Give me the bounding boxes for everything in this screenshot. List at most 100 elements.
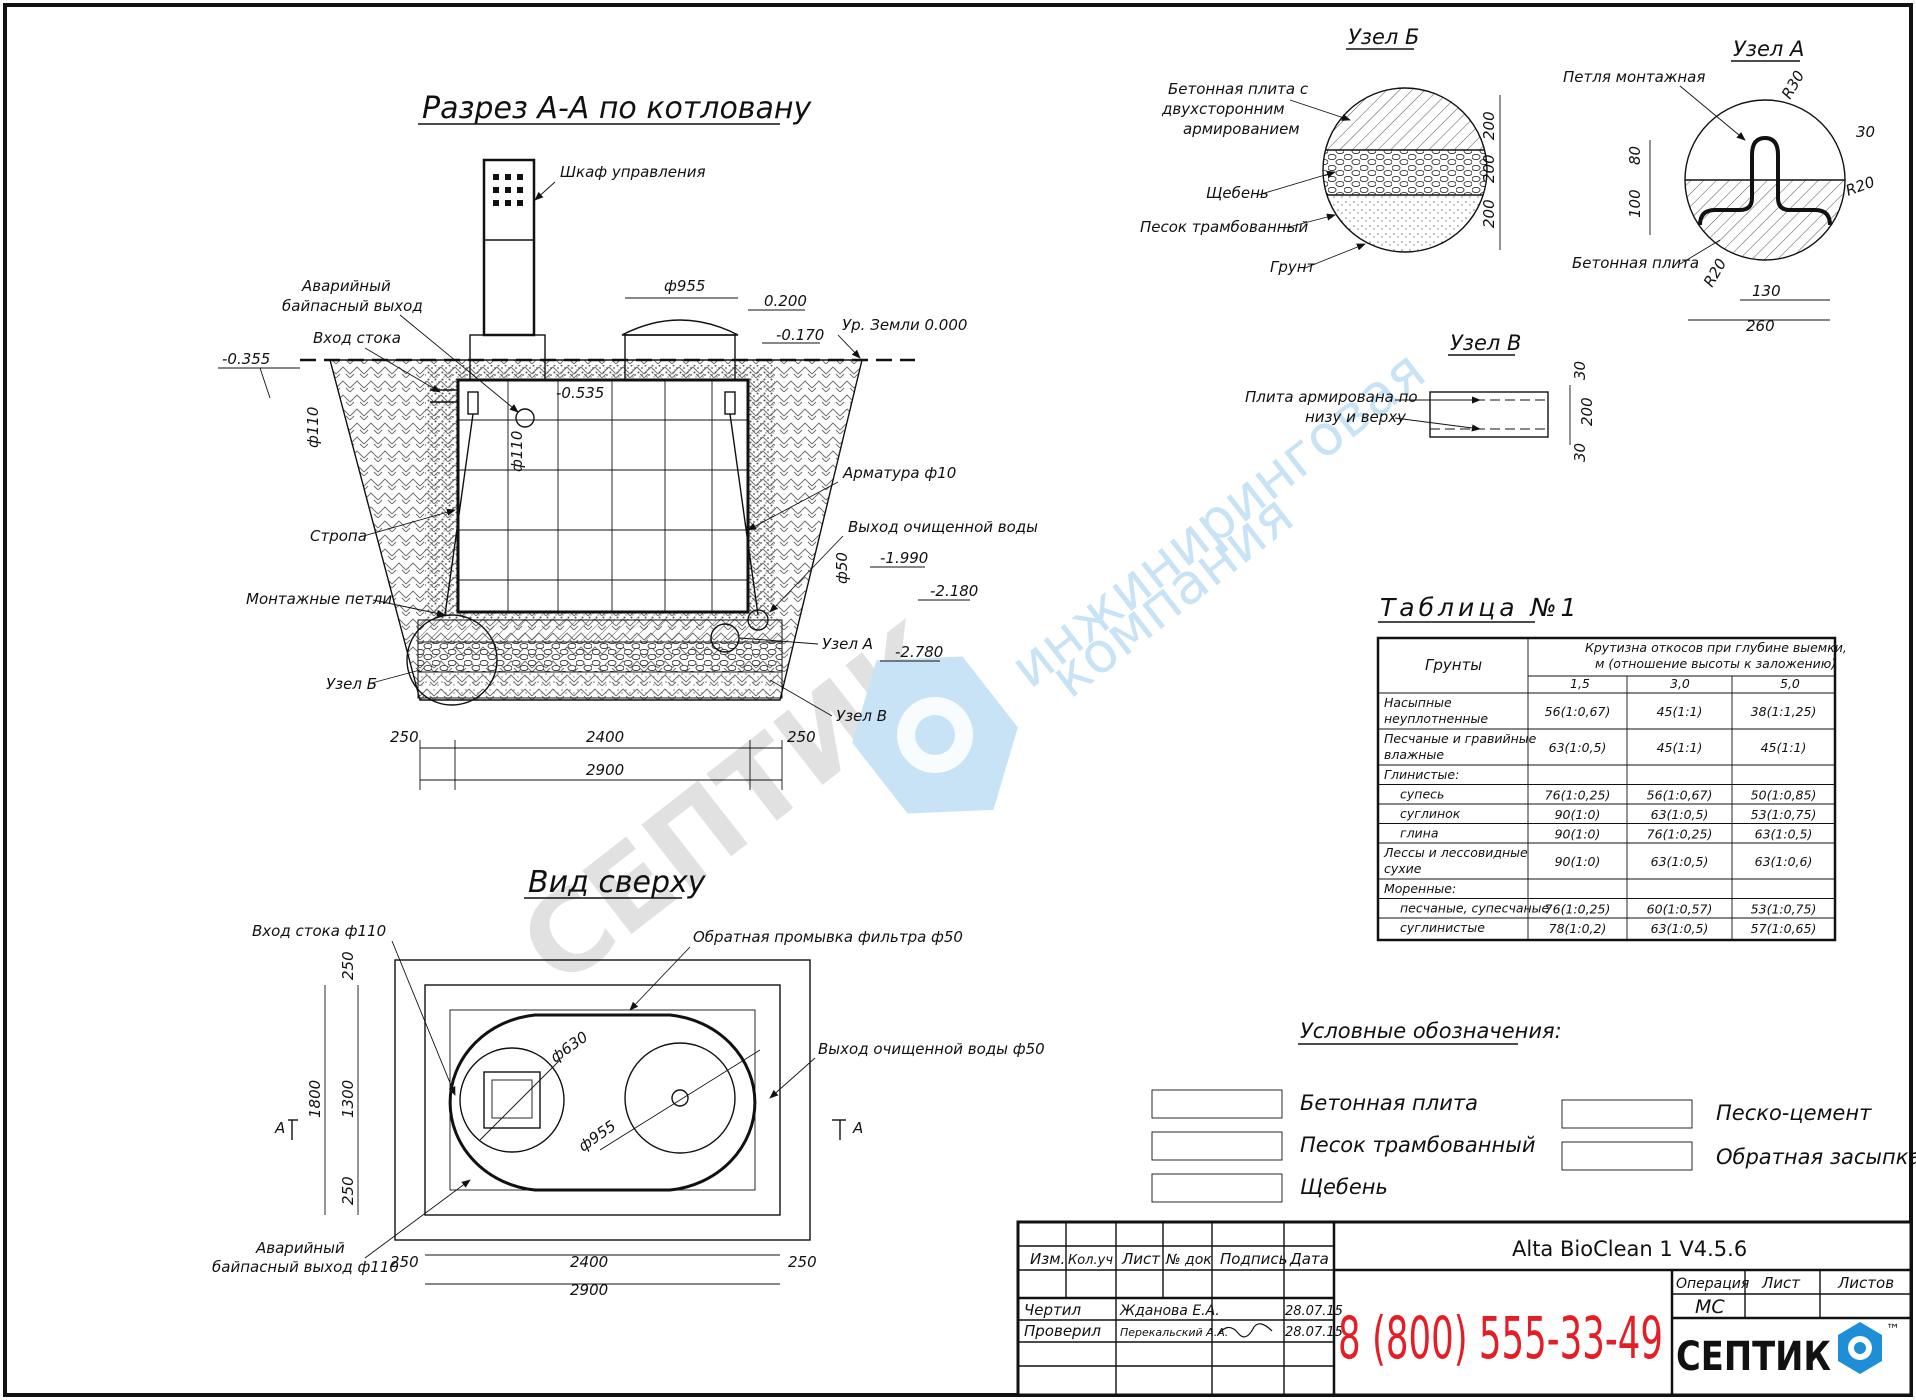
table-row-name: Моренные:: [1384, 881, 1456, 896]
legend-title: Условные обозначения:: [1300, 1019, 1562, 1043]
dim-w250a: 250: [390, 728, 419, 746]
table-cell: 76(1:0,25): [1647, 826, 1713, 841]
stamp-phone: 8 (800) 555-33-49: [1338, 1304, 1663, 1372]
stamp-product: Alta BioClean 1 V4.5.6: [1512, 1237, 1747, 1261]
dim-w2900: 2900: [586, 761, 624, 779]
table-cell: 63(1:0,5): [1651, 921, 1709, 936]
soil-table: Таблица №1 Грунты Крутизна откосов при г…: [1376, 593, 1847, 942]
legend: Условные обозначения: Бетонная плита Пес…: [1151, 1019, 1916, 1203]
label-inlet: Вход стока: [313, 329, 401, 347]
dim-d110a: ф110: [304, 407, 322, 448]
stamp-drawn-date: 28.07.15: [1285, 1304, 1343, 1319]
node-v-title: Узел В: [1450, 331, 1521, 355]
node-v-slab: [1429, 391, 1549, 438]
node-b-dim-1: 200: [1480, 111, 1498, 140]
node-a-title: Узел А: [1733, 37, 1804, 61]
table-cell: 60(1:0,57): [1647, 901, 1713, 916]
legend-swatch-sand: [1151, 1131, 1283, 1161]
top-label-emergency-2: байпасный выход ф110: [212, 1258, 399, 1276]
stamp-col-list: Лист: [1121, 1250, 1161, 1268]
node-b-soil: Грунт: [1270, 258, 1317, 276]
table-cell: 53(1:0,75): [1751, 807, 1817, 822]
table-row-name: Глинистые:: [1384, 767, 1459, 782]
dim-m0355: -0.355: [222, 350, 270, 368]
stamp-op-val: МС: [1695, 1296, 1725, 1318]
top-dim-h1800: 1800: [306, 1080, 324, 1118]
table-row-name: Насыпные: [1384, 695, 1452, 710]
label-node-a: Узел А: [822, 635, 873, 653]
label-outlet: Выход очищенной воды: [848, 518, 1038, 536]
cabinet-panel-icon: [493, 174, 523, 206]
node-b-gravel: Щебень: [1206, 184, 1269, 202]
top-label-inlet: Вход стока ф110: [252, 922, 386, 940]
node-b-sand: Песок трамбованный: [1140, 218, 1308, 236]
signature-icon: [1217, 1323, 1273, 1338]
node-v-d200: 200: [1578, 397, 1596, 426]
node-v-d30a: 30: [1571, 361, 1589, 380]
stamp-drawn: Чертил: [1024, 1301, 1082, 1319]
dim-d955: ф955: [664, 277, 705, 295]
table-cell: 63(1:0,5): [1755, 826, 1813, 841]
dim-m2780: -2.780: [895, 643, 943, 661]
dim-m2180: -2.180: [930, 582, 978, 600]
stamp-tm: ™: [1886, 1322, 1900, 1338]
stamp-col-doc: № док: [1165, 1252, 1212, 1268]
stamp-col-izm: Изм.: [1030, 1250, 1065, 1268]
table-cell: 38(1:1,25): [1751, 704, 1817, 719]
stamp-checked-name: Перекальский А.А.: [1120, 1326, 1228, 1339]
legend-gravel: Щебень: [1300, 1175, 1388, 1199]
label-cabinet: Шкаф управления: [560, 163, 706, 181]
stamp-sheet: Лист: [1761, 1274, 1801, 1292]
node-v-label-1: Плита армирована по: [1245, 388, 1418, 406]
table-cell: 63(1:0,6): [1755, 854, 1813, 869]
mounting-loop-icon: [1698, 135, 1832, 226]
table-header-1: Крутизна откосов при глубине выемки,: [1585, 640, 1847, 655]
node-a-d100: 100: [1626, 189, 1644, 218]
table-row-name: глина: [1400, 826, 1439, 841]
node-v-label-2: низу и верху: [1305, 408, 1407, 426]
label-ground: Ур. Земли 0.000: [842, 316, 967, 334]
table-row-name: Лессы и лессовидные: [1383, 845, 1528, 860]
top-dim-h250a: 250: [339, 951, 357, 980]
table-depth-2: 3,0: [1670, 676, 1690, 691]
label-emergency-1: Аварийный: [301, 277, 391, 295]
table-cell: 45(1:1): [1761, 740, 1807, 755]
top-dim-h250b: 250: [339, 1176, 357, 1205]
table-cell: 76(1:0,25): [1545, 901, 1611, 916]
table-cell: 63(1:0,5): [1651, 807, 1709, 822]
table-row-name: песчаные, супесчаные: [1400, 901, 1550, 916]
top-sand-cement: [424, 984, 781, 1216]
table-row-name: сухие: [1384, 861, 1422, 876]
node-b-slab-3: армированием: [1183, 120, 1300, 138]
title-block: Изм. Кол.уч Лист № док Подпись Дата Черт…: [1016, 1220, 1913, 1397]
dim-m1990: -1.990: [880, 549, 928, 567]
top-dim-w250b: 250: [788, 1253, 817, 1271]
table-row-name: неуплотненные: [1384, 711, 1488, 726]
dim-d50: ф50: [833, 552, 851, 584]
legend-concrete: Бетонная плита: [1300, 1091, 1478, 1115]
stamp-checked: Проверил: [1024, 1322, 1101, 1340]
table-cell: 56(1:0,67): [1647, 787, 1713, 802]
table-cell: 78(1:0,2): [1549, 921, 1607, 936]
dim-d110b: ф110: [508, 431, 526, 472]
stamp-logo: СЕПТИК: [1676, 1334, 1831, 1380]
table-row-name: Песчаные и гравийные: [1384, 731, 1537, 746]
table-cell: 76(1:0,25): [1545, 787, 1611, 802]
table-cell: 90(1:0): [1555, 854, 1601, 869]
node-v-d30b: 30: [1571, 443, 1589, 462]
legend-backfill: Обратная засыпка: [1716, 1145, 1916, 1169]
legend-swatch-gravel: [1151, 1173, 1283, 1203]
node-a-d130: 130: [1752, 282, 1781, 300]
dim-0200: 0.200: [764, 292, 807, 310]
legend-sandcement: Песко-цемент: [1716, 1101, 1872, 1125]
label-node-b: Узел Б: [326, 675, 377, 693]
table-depth-1: 1,5: [1570, 676, 1590, 691]
node-a-slab: Бетонная плита: [1572, 254, 1699, 272]
top-label-flush: Обратная промывка фильтра ф50: [693, 928, 963, 946]
tank-body: [456, 378, 750, 614]
dim-w250b: 250: [787, 728, 816, 746]
node-a: Узел А Петля монтажная Бетонная плита R3…: [1563, 37, 1877, 335]
top-dim-w2400: 2400: [570, 1253, 608, 1271]
dim-w2400: 2400: [586, 728, 624, 746]
